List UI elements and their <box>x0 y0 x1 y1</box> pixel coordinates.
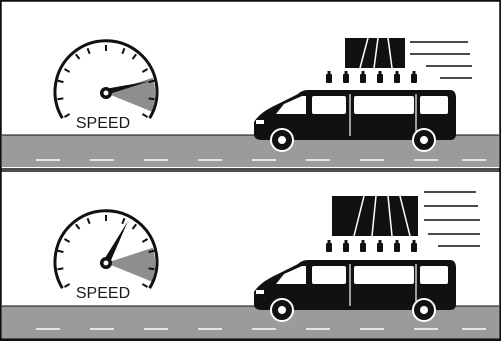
panel-bottom: SPEED <box>1 171 500 339</box>
gauge-label: SPEED <box>76 285 130 302</box>
gauge-label: SPEED <box>76 115 130 132</box>
panel-top: SPEED <box>1 1 500 169</box>
